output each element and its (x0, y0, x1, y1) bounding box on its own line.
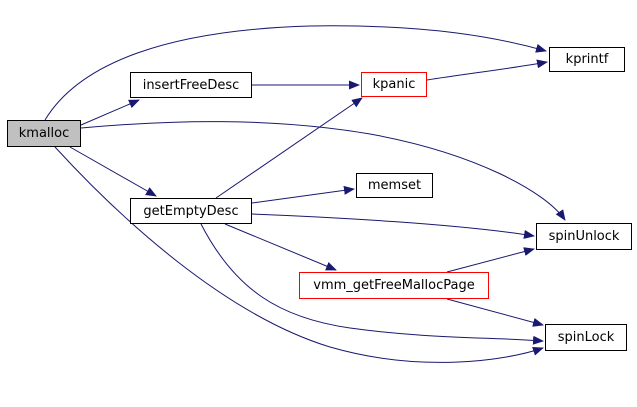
node-kprintf[interactable]: kprintf (549, 47, 625, 72)
node-memset-label: memset (367, 178, 422, 193)
edge-getEmptyDesc-to-spinUnlock (251, 213, 535, 239)
node-vmm_getFreeMallocPage-label: vmm_getFreeMallocPage (313, 278, 475, 293)
edge-kmalloc-to-kprintf (44, 25, 547, 121)
edge-getEmptyDesc-to-vmm_getFreeMallocPage (224, 223, 337, 271)
node-spinLock-label: spinLock (557, 330, 615, 345)
node-kprintf-label: kprintf (565, 52, 609, 67)
edge-kmalloc-to-spinUnlock (80, 121, 566, 221)
node-kmalloc-label: kmalloc (18, 126, 70, 141)
edge-kpanic-to-kprintf (426, 59, 548, 81)
edge-vmm_getFreeMallocPage-to-spinUnlock (446, 247, 535, 273)
edge-getEmptyDesc-to-memset (251, 185, 355, 204)
node-getEmptyDesc-label: getEmptyDesc (143, 203, 239, 219)
node-kpanic-label: kpanic (372, 77, 416, 92)
edge-kmalloc-to-insertFreeDesc (80, 99, 140, 126)
node-memset[interactable]: memset (356, 173, 433, 198)
node-getEmptyDesc[interactable]: getEmptyDesc (130, 198, 252, 224)
edge-kmalloc-to-getEmptyDesc (69, 146, 157, 197)
node-vmm_getFreeMallocPage[interactable]: vmm_getFreeMallocPage (299, 272, 489, 299)
edge-getEmptyDesc-to-spinLock (200, 223, 544, 345)
edge-vmm_getFreeMallocPage-to-spinLock (446, 298, 544, 327)
node-spinUnlock[interactable]: spinUnlock (536, 223, 632, 250)
edge-getEmptyDesc-to-kpanic (215, 97, 363, 199)
node-spinUnlock-label: spinUnlock (548, 229, 620, 244)
edge-kmalloc-to-spinLock (54, 146, 544, 363)
node-kpanic[interactable]: kpanic (361, 72, 427, 97)
node-insertFreeDesc[interactable]: insertFreeDesc (130, 72, 252, 98)
node-insertFreeDesc-label: insertFreeDesc (142, 77, 240, 93)
node-kmalloc[interactable]: kmalloc (7, 120, 81, 147)
node-spinLock[interactable]: spinLock (545, 324, 627, 351)
